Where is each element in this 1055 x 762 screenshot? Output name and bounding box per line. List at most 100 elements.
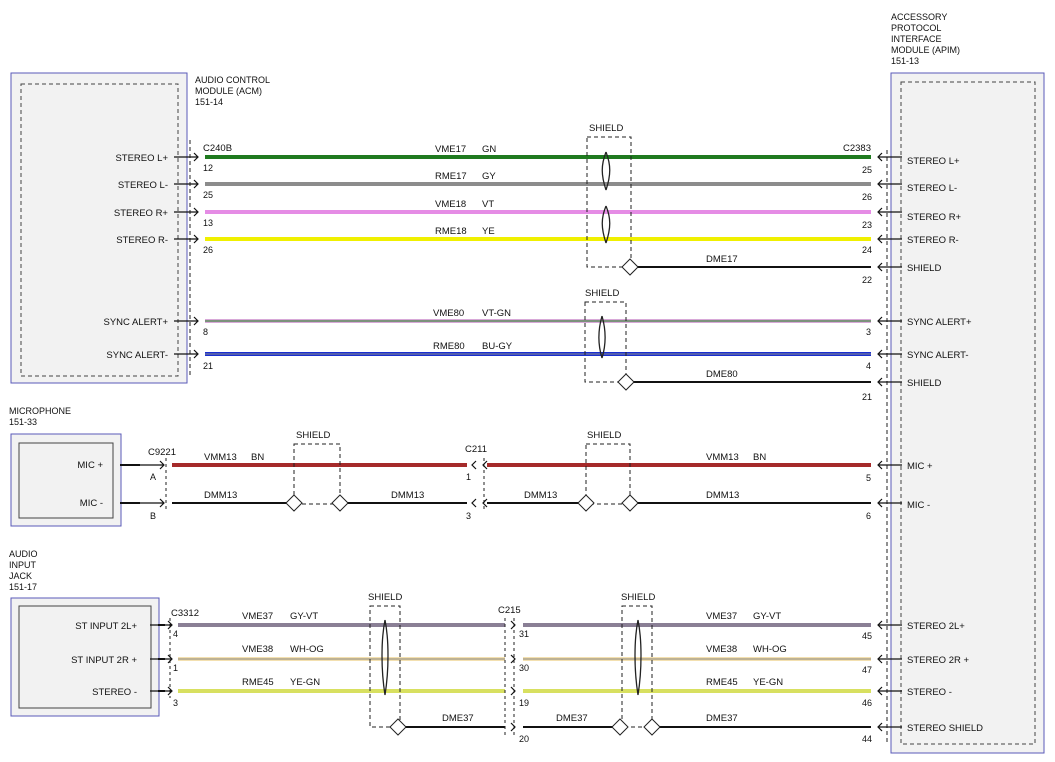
svg-text:RME80: RME80 — [433, 341, 465, 352]
svg-text:24: 24 — [862, 245, 872, 255]
svg-text:MIC +: MIC + — [907, 461, 933, 472]
aux-title: AUDIO INPUT JACK 151-17 — [9, 549, 40, 592]
svg-text:ST INPUT 2L+: ST INPUT 2L+ — [75, 621, 137, 632]
connector-c3312: C3312 — [171, 608, 199, 619]
apim-pins: STEREO L+ 25 STEREO L- 26 STEREO R+ 23 STER… — [862, 156, 983, 744]
svg-text:VT: VT — [482, 199, 494, 210]
svg-text:3: 3 — [466, 511, 471, 521]
apim-module — [886, 72, 1045, 754]
svg-text:STEREO 2L+: STEREO 2L+ — [907, 621, 965, 632]
svg-text:STEREO SHIELD: STEREO SHIELD — [907, 723, 983, 734]
apim-title: ACCESSORY PROTOCOL INTERFACE MODULE (API… — [891, 12, 963, 66]
svg-text:25: 25 — [203, 190, 213, 200]
svg-text:RME17: RME17 — [435, 171, 467, 182]
connector-c9221: C9221 — [148, 447, 176, 458]
shields — [285, 136, 661, 736]
svg-text:45: 45 — [862, 631, 872, 641]
svg-text:STEREO L+: STEREO L+ — [115, 153, 168, 164]
svg-text:26: 26 — [203, 245, 213, 255]
svg-text:VME38: VME38 — [242, 644, 273, 655]
svg-text:VMM13: VMM13 — [204, 452, 237, 463]
svg-text:BN: BN — [251, 452, 264, 463]
svg-text:1: 1 — [466, 472, 471, 482]
svg-text:GY-VT: GY-VT — [753, 611, 781, 622]
svg-text:21: 21 — [203, 361, 213, 371]
svg-text:WH-OG: WH-OG — [753, 644, 787, 655]
svg-text:STEREO -: STEREO - — [92, 687, 137, 698]
acm-module — [10, 72, 191, 384]
acm-title: AUDIO CONTROL MODULE (ACM) 151-14 — [195, 75, 272, 107]
svg-text:4: 4 — [173, 629, 178, 639]
svg-text:26: 26 — [862, 192, 872, 202]
svg-text:VME37: VME37 — [242, 611, 273, 622]
wire-labels: VME17 GN RME17 GY VME18 VT RME18 YE DME17 VM… — [204, 144, 787, 724]
svg-text:SYNC ALERT-: SYNC ALERT- — [106, 350, 168, 361]
svg-text:46: 46 — [862, 698, 872, 708]
svg-text:STEREO R+: STEREO R+ — [907, 212, 962, 223]
svg-text:DME80: DME80 — [706, 369, 738, 380]
svg-text:STEREO L-: STEREO L- — [118, 180, 168, 191]
aux-module — [10, 597, 160, 717]
svg-text:MIC +: MIC + — [77, 460, 103, 471]
svg-text:STEREO L-: STEREO L- — [907, 183, 957, 194]
svg-text:GY-VT: GY-VT — [290, 611, 318, 622]
svg-text:13: 13 — [203, 218, 213, 228]
svg-text:STEREO 2R +: STEREO 2R + — [907, 655, 969, 666]
svg-text:SYNC ALERT+: SYNC ALERT+ — [103, 317, 168, 328]
svg-text:47: 47 — [862, 665, 872, 675]
svg-text:VME18: VME18 — [435, 199, 466, 210]
svg-text:STEREO L+: STEREO L+ — [907, 156, 960, 167]
svg-text:DME37: DME37 — [556, 713, 588, 724]
svg-text:19: 19 — [519, 698, 529, 708]
shield-label-6: SHIELD — [621, 592, 655, 603]
svg-text:MIC -: MIC - — [907, 500, 930, 511]
svg-text:12: 12 — [203, 163, 213, 173]
svg-text:3: 3 — [173, 698, 178, 708]
svg-text:21: 21 — [862, 392, 872, 402]
wires — [120, 155, 871, 728]
svg-text:RME45: RME45 — [242, 677, 274, 688]
apim-pin-arrows — [877, 152, 902, 732]
shield-label-1: SHIELD — [589, 123, 623, 134]
svg-text:SYNC ALERT-: SYNC ALERT- — [907, 350, 969, 361]
mic-module — [10, 433, 122, 527]
shield-label-5: SHIELD — [368, 592, 402, 603]
svg-text:DME17: DME17 — [706, 254, 738, 265]
svg-text:30: 30 — [519, 663, 529, 673]
svg-text:BN: BN — [753, 452, 766, 463]
svg-text:RME45: RME45 — [706, 677, 738, 688]
svg-text:BU-GY: BU-GY — [482, 341, 513, 352]
svg-text:STEREO R+: STEREO R+ — [114, 208, 169, 219]
svg-text:DME37: DME37 — [706, 713, 738, 724]
shield-label-3: SHIELD — [296, 430, 330, 441]
acm-pins: STEREO L+12 STEREO L-25 STEREO R+13 STER… — [103, 153, 213, 371]
svg-text:DMM13: DMM13 — [524, 490, 557, 501]
connector-c2383: C2383 — [843, 143, 871, 154]
aux-pin-arrows — [150, 620, 516, 732]
svg-text:DMM13: DMM13 — [391, 490, 424, 501]
svg-text:SYNC ALERT+: SYNC ALERT+ — [907, 317, 972, 328]
svg-text:YE-GN: YE-GN — [753, 677, 783, 688]
shield-label-4: SHIELD — [587, 430, 621, 441]
connector-c240b: C240B — [203, 143, 232, 154]
svg-text:6: 6 — [866, 511, 871, 521]
connector-c211: C211 — [465, 444, 487, 455]
svg-text:YE: YE — [482, 226, 495, 237]
mic-pins: MIC + MIC - A B 1 3 — [77, 460, 471, 521]
aux-pins: ST INPUT 2L+ ST INPUT 2R + STEREO - 4 1 … — [71, 621, 529, 744]
connector-c215: C215 — [498, 605, 521, 616]
svg-text:8: 8 — [203, 327, 208, 337]
svg-text:VT-GN: VT-GN — [482, 308, 511, 319]
svg-text:20: 20 — [519, 734, 529, 744]
svg-text:1: 1 — [173, 663, 178, 673]
svg-text:WH-OG: WH-OG — [290, 644, 324, 655]
svg-text:23: 23 — [862, 220, 872, 230]
svg-text:25: 25 — [862, 165, 872, 175]
svg-text:GY: GY — [482, 171, 496, 182]
svg-text:VME17: VME17 — [435, 144, 466, 155]
svg-text:RME18: RME18 — [435, 226, 467, 237]
mic-title: MICROPHONE 151-33 — [9, 406, 74, 427]
svg-text:GN: GN — [482, 144, 496, 155]
svg-text:STEREO R-: STEREO R- — [907, 235, 959, 246]
